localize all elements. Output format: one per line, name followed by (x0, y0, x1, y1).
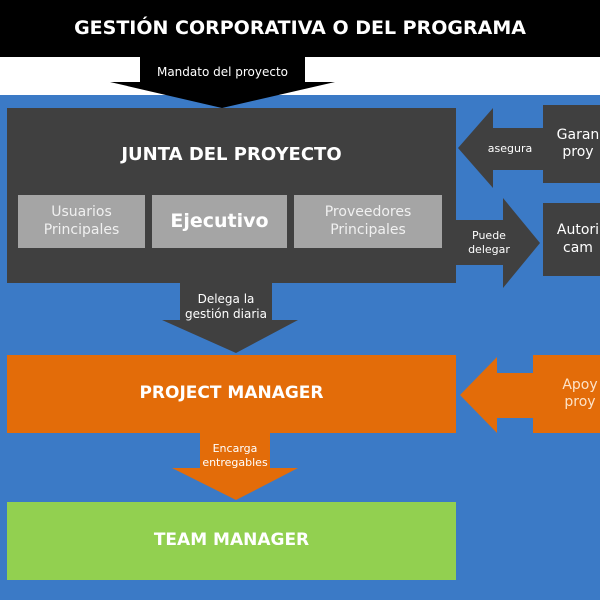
mandate-label: Mandato del proyecto (156, 64, 289, 79)
member-box-users (18, 195, 145, 248)
support-box (533, 355, 600, 433)
project-manager-title: PROJECT MANAGER (139, 383, 324, 404)
delegates-arrow (162, 283, 298, 353)
header-title: GESTIÓN CORPORATIVA O DEL PROGRAMA (74, 16, 526, 39)
team-manager-title: TEAM MANAGER (153, 530, 310, 551)
support-arrow (460, 357, 533, 433)
assurance-box (543, 105, 600, 183)
member-box-executive (152, 195, 287, 248)
delegates-label: Delega la gestión diaria (185, 292, 267, 321)
commissions-label: Encarga entregables (202, 442, 268, 469)
change-authority-label: Autori cam (556, 222, 600, 256)
member-users: Usuarios Principales (43, 204, 120, 238)
may-delegate-arrow (456, 198, 540, 288)
team-manager-box (7, 502, 456, 580)
support-label: Apoy proy (562, 376, 598, 411)
commissions-arrow (172, 433, 298, 500)
member-box-suppliers (294, 195, 442, 248)
ensures-arrow (458, 108, 543, 188)
member-suppliers: Proveedores Principales (324, 204, 412, 238)
may-delegate-label: Puede delegar (468, 228, 510, 256)
ensures-label: asegura (487, 142, 533, 156)
project-manager-box (7, 355, 456, 433)
header-bar (0, 0, 600, 57)
member-executive: Ejecutivo (170, 209, 269, 232)
mandate-arrow (110, 57, 335, 108)
change-authority-box (543, 203, 600, 276)
assurance-label: Garan proy (556, 126, 600, 161)
board-title: JUNTA DEL PROYECTO (121, 143, 342, 165)
